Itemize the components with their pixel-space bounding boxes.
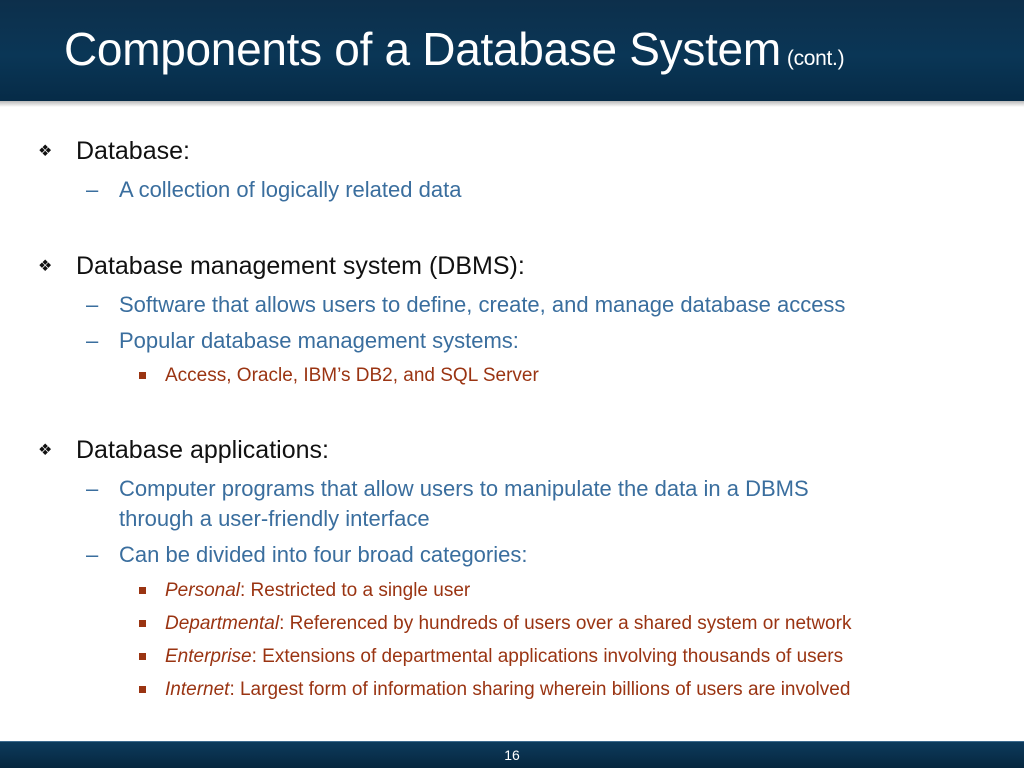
category-description: : Referenced by hundreds of users over a… <box>279 613 852 634</box>
sub-sub-bullet: Access, Oracle, IBM’s DB2, and SQL Serve… <box>139 365 539 387</box>
diamond-bullet-icon: ❖ <box>38 143 53 160</box>
category-internet: Internet: Largest form of information sh… <box>139 679 851 701</box>
square-bullet-icon <box>139 372 146 379</box>
sub-bullet-text-continued: through a user-friendly interface <box>119 506 430 531</box>
category-enterprise: Enterprise: Extensions of departmental a… <box>139 646 844 668</box>
slide-title: Components of a Database System(cont.) <box>64 22 845 76</box>
bullet-database: ❖ Database: <box>38 137 190 166</box>
dash-bullet-icon: – <box>86 292 99 317</box>
sub-bullet-text: A collection of logically related data <box>119 177 462 202</box>
bullet-text: Database applications: <box>76 436 329 464</box>
square-bullet-icon <box>139 587 146 594</box>
title-bar: Components of a Database System(cont.) <box>0 0 1024 107</box>
square-bullet-icon <box>139 653 146 660</box>
sub-bullet: – Software that allows users to define, … <box>86 290 846 320</box>
slide-title-text: Components of a Database System <box>64 23 781 75</box>
slide-title-suffix: (cont.) <box>786 47 845 70</box>
category-term: Departmental <box>165 613 280 634</box>
category-term: Enterprise <box>165 646 252 667</box>
sub-sub-bullet-text: Access, Oracle, IBM’s DB2, and SQL Serve… <box>165 365 539 386</box>
dash-bullet-icon: – <box>86 328 99 353</box>
sub-bullet-text: Computer programs that allow users to ma… <box>119 476 809 501</box>
dash-bullet-icon: – <box>86 542 99 567</box>
sub-bullet: – Popular database management systems: <box>86 326 519 356</box>
footer-bar: 16 <box>0 741 1024 768</box>
sub-bullet: – A collection of logically related data <box>86 175 462 205</box>
category-departmental: Departmental: Referenced by hundreds of … <box>139 613 852 635</box>
category-description: : Restricted to a single user <box>240 580 471 601</box>
category-description: : Largest form of information sharing wh… <box>229 679 851 700</box>
bullet-text: Database: <box>76 137 190 165</box>
category-term: Personal <box>165 580 240 601</box>
bullet-text: Database management system (DBMS): <box>76 252 525 280</box>
dash-bullet-icon: – <box>86 476 99 501</box>
sub-bullet: – Computer programs that allow users to … <box>86 474 809 534</box>
sub-bullet: – Can be divided into four broad categor… <box>86 540 528 570</box>
diamond-bullet-icon: ❖ <box>38 258 53 275</box>
diamond-bullet-icon: ❖ <box>38 442 53 459</box>
square-bullet-icon <box>139 686 146 693</box>
category-term: Internet <box>165 679 230 700</box>
sub-bullet-text: Can be divided into four broad categorie… <box>119 542 528 567</box>
category-description: : Extensions of departmental application… <box>251 646 844 667</box>
bullet-dbms: ❖ Database management system (DBMS): <box>38 252 525 281</box>
category-personal: Personal: Restricted to a single user <box>139 580 471 602</box>
sub-bullet-text: Software that allows users to define, cr… <box>119 292 846 317</box>
dash-bullet-icon: – <box>86 177 99 202</box>
page-number: 16 <box>504 747 520 763</box>
sub-bullet-text: Popular database management systems: <box>119 328 519 353</box>
bullet-applications: ❖ Database applications: <box>38 436 329 465</box>
square-bullet-icon <box>139 620 146 627</box>
